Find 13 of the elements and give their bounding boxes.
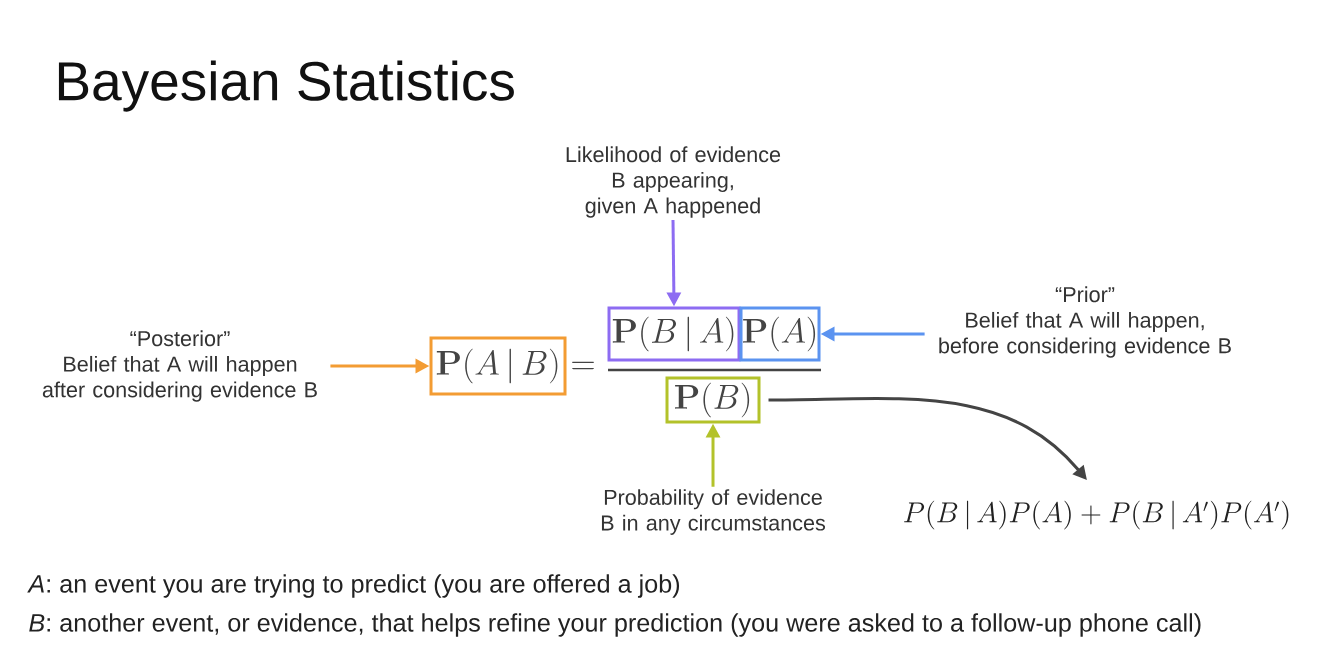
annotation-text: Likelihood of evidence B appearing, given A happened	[566, 146, 781, 218]
formula: $=$	[572, 361, 594, 370]
formula-box: $\mathbf{P}(B)$	[665, 376, 761, 424]
formula-box: $\mathbf{P}(A)$	[739, 306, 821, 362]
definition-text: A: an event you are trying to predict (you are offered a job)	[27, 574, 680, 598]
formula-box: $\mathbf{P}(B\,|\,A)$	[607, 306, 741, 362]
annotation-text: “Prior” Belief that A will happen, before considering evidence B	[939, 286, 1231, 358]
title: Bayesian Statistics	[58, 60, 514, 112]
annotation-text: “Posterior” Belief that A will happen after considering evidence B	[42, 330, 317, 402]
formula-box: $\mathbf{P}(A\,|\,B)$	[429, 336, 567, 396]
formula: $P(B\,|\,A)P(A) + P(B\,|\,A')P(A')$	[904, 500, 1289, 530]
annotation-text: Probability of evidence B in any circumstances	[601, 489, 826, 535]
definition-text: B: another event, or evidence, that helps refine your prediction (you were asked to a follow-up phone call)	[29, 613, 1201, 637]
